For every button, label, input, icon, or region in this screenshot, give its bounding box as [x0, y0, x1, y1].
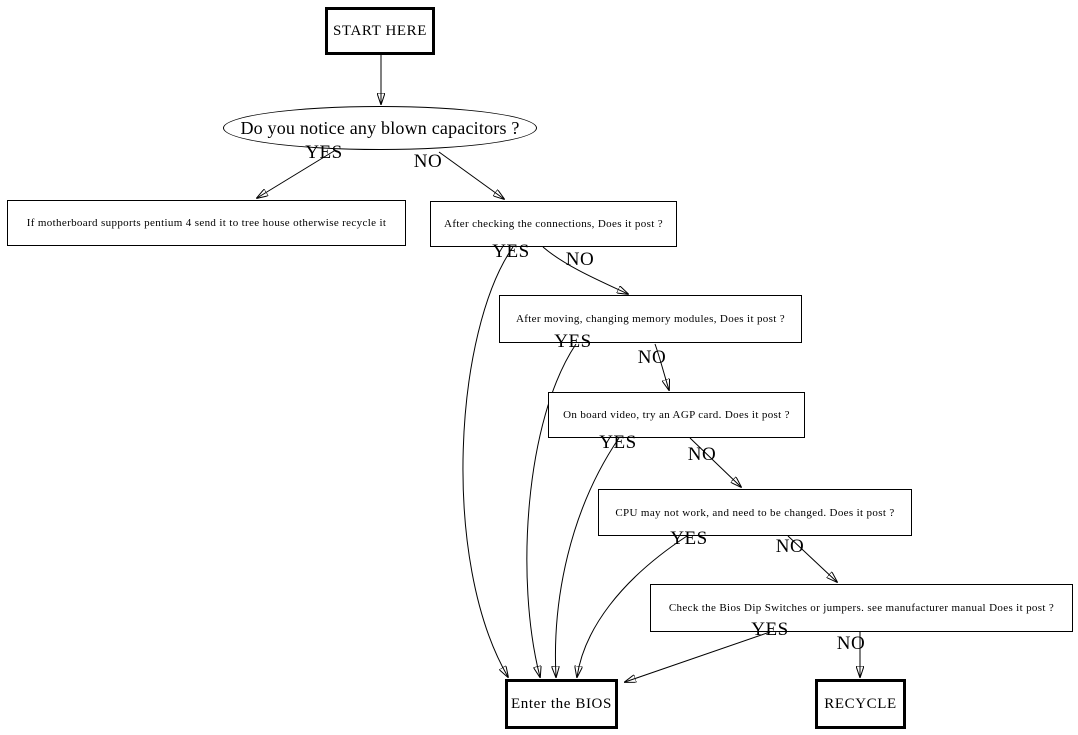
node-bios-dip-switches: Check the Bios Dip Switches or jumpers. …	[650, 584, 1073, 632]
arrow-connections-no	[542, 246, 628, 294]
edge-label-capacitors-yes: YES	[305, 142, 343, 163]
node-pentium-tree-house: If motherboard supports pentium 4 send i…	[7, 200, 406, 246]
node-enter-the-bios-label: Enter the BIOS	[511, 695, 612, 712]
node-start-here: START HERE	[325, 7, 435, 55]
node-check-connections-label: After checking the connections, Does it …	[444, 218, 663, 230]
node-memory-modules-label: After moving, changing memory modules, D…	[515, 313, 786, 325]
node-check-connections: After checking the connections, Does it …	[430, 201, 677, 247]
node-recycle-label: RECYCLE	[824, 695, 897, 712]
arrow-dip-yes-bios	[625, 631, 771, 682]
arrow-capacitors-yes	[257, 150, 335, 198]
edge-label-connections-no: NO	[565, 249, 595, 270]
node-onboard-video-agp: On board video, try an AGP card. Does it…	[548, 392, 805, 438]
edge-label-cpu-yes: YES	[670, 528, 708, 549]
node-blown-capacitors-decision: Do you notice any blown capacitors ?	[223, 106, 537, 150]
node-memory-modules: After moving, changing memory modules, D…	[499, 295, 802, 343]
edge-label-video-yes: YES	[599, 432, 637, 453]
edge-label-connections-yes: YES	[492, 241, 530, 262]
node-blown-capacitors-label: Do you notice any blown capacitors ?	[240, 117, 520, 138]
node-bios-dip-switches-label: Check the Bios Dip Switches or jumpers. …	[668, 602, 1055, 614]
arrow-video-no	[689, 437, 741, 487]
node-cpu-change-label: CPU may not work, and need to be changed…	[615, 506, 895, 519]
edge-label-dip-no: NO	[836, 633, 866, 654]
node-onboard-video-agp-label: On board video, try an AGP card. Does it…	[563, 409, 790, 421]
edge-label-video-no: NO	[687, 444, 717, 465]
arrow-memory-yes-bios	[526, 343, 577, 677]
node-pentium-tree-house-label: If motherboard supports pentium 4 send i…	[26, 217, 387, 229]
arrow-connections-yes-bios	[462, 246, 514, 677]
arrow-memory-no	[654, 343, 669, 390]
node-enter-the-bios: Enter the BIOS	[505, 679, 618, 729]
arrow-cpu-yes-bios	[577, 535, 688, 677]
edge-label-capacitors-no: NO	[413, 151, 443, 172]
node-start-here-label: START HERE	[332, 22, 428, 39]
arrow-cpu-no	[787, 535, 837, 582]
node-recycle: RECYCLE	[815, 679, 906, 729]
edge-label-cpu-no: NO	[775, 536, 805, 557]
edge-label-memory-no: NO	[637, 347, 667, 368]
edge-label-memory-yes: YES	[554, 331, 592, 352]
edge-label-dip-yes: YES	[751, 619, 789, 640]
node-cpu-change: CPU may not work, and need to be changed…	[598, 489, 912, 536]
arrow-capacitors-no	[438, 151, 504, 199]
arrow-video-yes-bios	[555, 437, 620, 677]
